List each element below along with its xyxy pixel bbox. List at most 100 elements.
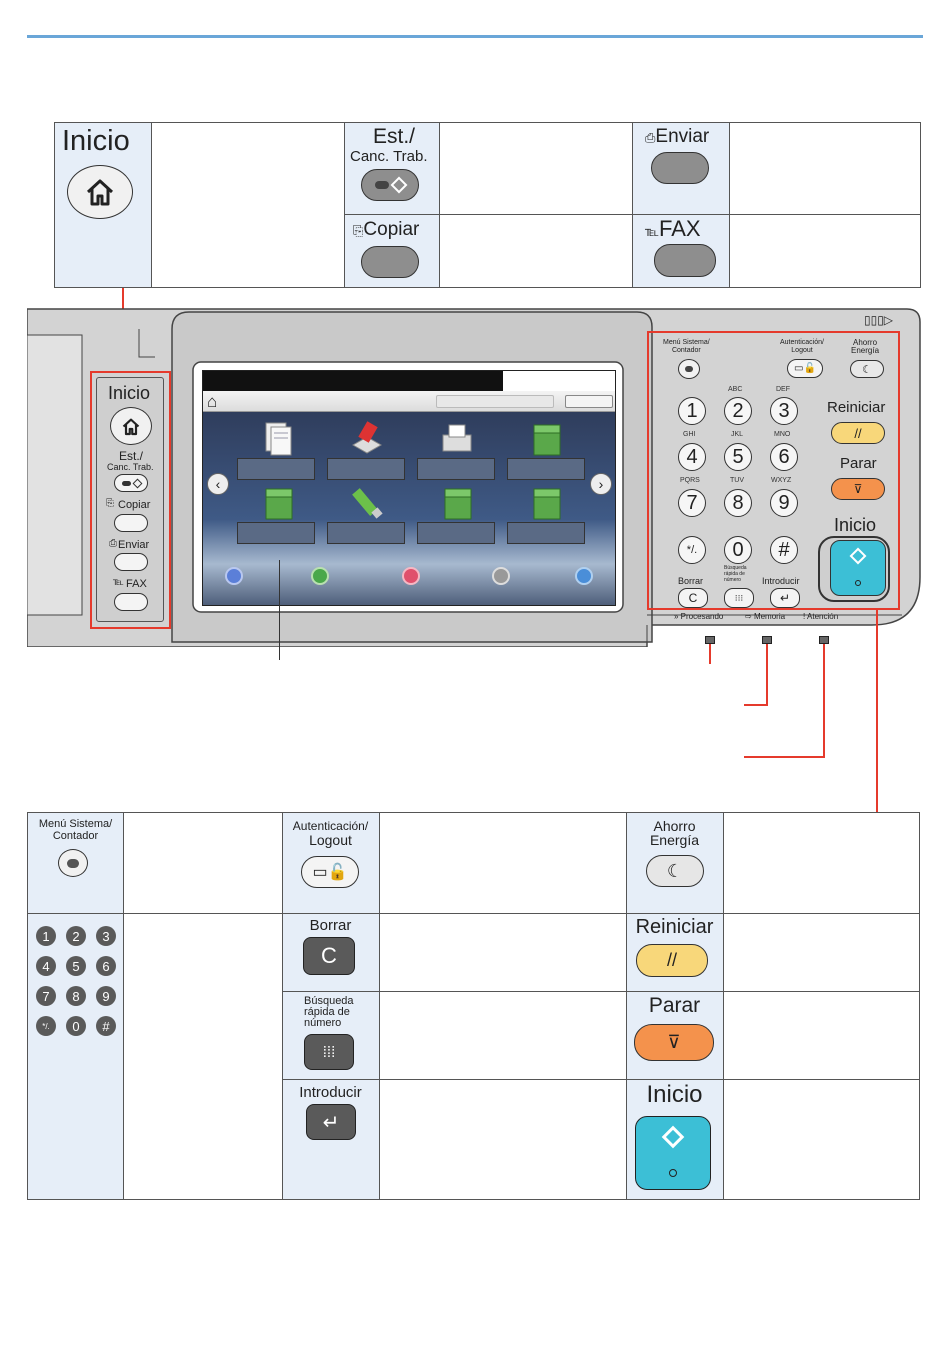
legend-menu-button[interactable] (58, 849, 88, 877)
panel-fax-button[interactable] (114, 593, 148, 611)
fax-button[interactable] (654, 244, 716, 277)
legend-key-6: 6 (96, 956, 116, 976)
key-7[interactable]: 7 (678, 489, 706, 517)
scroll-left-button[interactable]: ‹ (207, 473, 229, 495)
taskbar-icon-2[interactable] (311, 567, 329, 585)
key-2[interactable]: 2 (724, 397, 752, 425)
panel-busqueda-button[interactable]: ⁝⁝⁝ (724, 588, 754, 608)
box-app-icon-2[interactable] (258, 483, 298, 523)
memoria-led (762, 636, 772, 644)
taskbar-icon-3[interactable] (402, 567, 420, 585)
box-app-icon-4[interactable] (526, 483, 566, 523)
fax-app-icon[interactable] (437, 419, 477, 459)
key-0[interactable]: 0 (724, 536, 752, 564)
send-app-icon[interactable] (347, 419, 387, 459)
screen-button[interactable] (565, 395, 613, 408)
screen-login-field[interactable] (436, 395, 554, 408)
app-label-7[interactable] (417, 522, 495, 544)
legend-busqueda-button[interactable]: ⁞⁞⁞ (304, 1034, 354, 1070)
legend-logout-button[interactable]: ▭🔓 (301, 856, 359, 888)
panel-copiar-label: Copiar (118, 499, 151, 511)
fax-icon: ℡ (645, 224, 659, 239)
panel-enviar-button[interactable] (114, 553, 148, 571)
legend-auth-label: Autenticación/Logout (292, 819, 369, 848)
app-label-5[interactable] (237, 522, 315, 544)
touch-screen[interactable]: ⌂ ‹ › (202, 370, 616, 606)
legend-parar-button[interactable]: ⊽ (634, 1024, 714, 1061)
key-4[interactable]: 4 (678, 443, 706, 471)
panel-copy-icon: ⎘ (106, 498, 114, 509)
panel-inicio-label: Inicio (108, 383, 151, 403)
app-label-6[interactable] (327, 522, 405, 544)
enviar-button[interactable] (651, 152, 709, 184)
panel-menu-button[interactable] (678, 359, 700, 379)
canc-label: Canc. Trab. (350, 148, 428, 165)
panel-reiniciar-button[interactable]: // (831, 422, 885, 444)
panel-home-button[interactable] (110, 407, 152, 445)
panel-menu-label: Menú Sistema/Contador (663, 339, 710, 354)
app-label-8[interactable] (507, 522, 585, 544)
panel-introducir-button[interactable]: ↵ (770, 588, 800, 608)
taskbar-icon-4[interactable] (492, 567, 510, 585)
panel-status-button[interactable] (114, 474, 148, 492)
panel-parar-button[interactable]: ⊽ (831, 478, 885, 500)
panel-energy-button[interactable]: ☾ (850, 360, 884, 378)
legend-start-button[interactable] (635, 1116, 711, 1190)
panel-home-icon (122, 418, 140, 435)
box-app-icon-1[interactable] (526, 419, 566, 459)
app-label-1[interactable] (237, 458, 315, 480)
legend-key-0: 0 (66, 1016, 86, 1036)
copiar-button[interactable] (361, 246, 419, 278)
legend-reiniciar-button[interactable]: // (636, 944, 708, 977)
legend-energy-button[interactable]: ☾ (646, 855, 704, 887)
procesando-indicator-label: » Procesando (674, 612, 724, 621)
legend-introducir-button[interactable]: ↵ (306, 1104, 356, 1140)
home-button[interactable] (67, 165, 133, 219)
app-label-4[interactable] (507, 458, 585, 480)
panel-fax-label: FAX (126, 578, 147, 590)
panel-parar-label: Parar (840, 455, 877, 472)
app-label-3[interactable] (417, 458, 495, 480)
screen-home-icon[interactable]: ⌂ (207, 392, 218, 411)
key-star[interactable]: */. (678, 536, 706, 564)
legend-key-9: 9 (96, 986, 116, 1006)
key-hash[interactable]: # (770, 536, 798, 564)
panel-copiar-button[interactable] (114, 514, 148, 532)
copy-app-icon[interactable] (258, 419, 298, 459)
legend-borrar-label: Borrar (309, 917, 352, 934)
legend-borrar-button[interactable]: C (303, 937, 355, 975)
key-3[interactable]: 3 (770, 397, 798, 425)
panel-inicio-start-label: Inicio (834, 515, 877, 535)
legend-inicio-label: Inicio (646, 1081, 703, 1108)
key-1[interactable]: 1 (678, 397, 706, 425)
atencion-led (819, 636, 829, 644)
panel-logout-button[interactable]: ▭🔓 (787, 359, 823, 378)
legend-keypad: 1 2 3 4 5 6 7 8 9 */. 0 # (34, 919, 118, 1039)
scroll-right-button[interactable]: › (590, 473, 612, 495)
panel-borrar-button[interactable]: C (678, 588, 708, 608)
key-5[interactable]: 5 (724, 443, 752, 471)
panel-busqueda-label: Búsqueda rápida de número (724, 565, 747, 583)
legend-key-star: */. (36, 1016, 56, 1036)
screen-pointer-line (279, 560, 280, 660)
legend-menu-label: Menú Sistema/Contador (38, 818, 113, 842)
status-job-cancel-button[interactable] (361, 169, 419, 201)
slot-icon: ▯▯▯▷ (864, 313, 894, 327)
inicio-label: Inicio (62, 125, 130, 157)
key-9[interactable]: 9 (770, 489, 798, 517)
app-label-2[interactable] (327, 458, 405, 480)
box-app-icon-3[interactable] (437, 483, 477, 523)
taskbar-icon-5[interactable] (575, 567, 593, 585)
panel-canc-label: Canc. Trab. (107, 462, 154, 472)
key-6[interactable]: 6 (770, 443, 798, 471)
key-8[interactable]: 8 (724, 489, 752, 517)
legend-reiniciar-label: Reiniciar (635, 916, 714, 938)
panel-start-button[interactable] (830, 540, 886, 596)
start-diamond-icon (849, 547, 867, 565)
procesando-led (705, 636, 715, 644)
usb-app-icon[interactable] (347, 483, 387, 523)
send-icon: ⎙ (645, 130, 656, 145)
taskbar-icon-1[interactable] (225, 567, 243, 585)
